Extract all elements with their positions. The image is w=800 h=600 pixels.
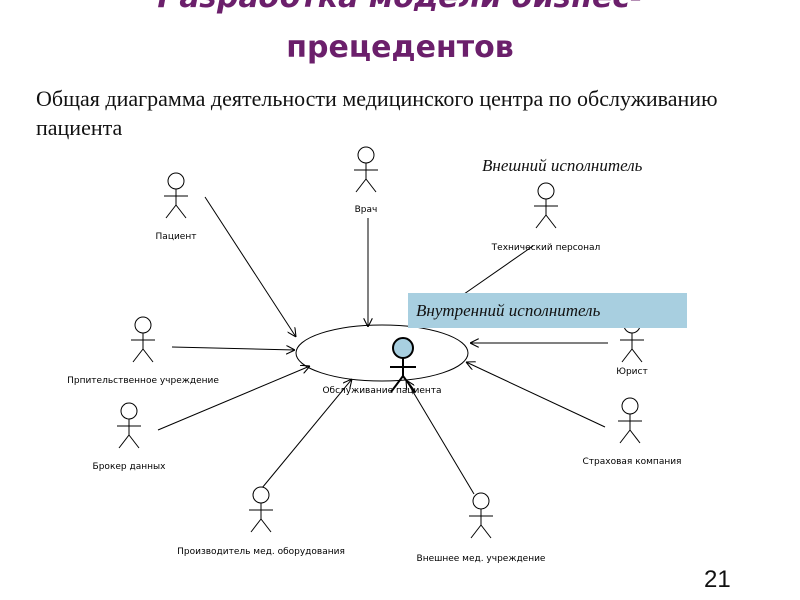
actor-government: Прпительственное учреждение (67, 316, 219, 386)
patient-actor-icon (163, 172, 189, 219)
external-actor-note: Внешний исполнитель (482, 156, 643, 175)
actor-data-broker: Брокер данных (93, 402, 167, 472)
actor-tech-staff: Технический персонал (491, 182, 601, 253)
actor-med-manufacturer: Производитель мед. оборудования (177, 486, 345, 557)
association-external-med (406, 380, 475, 495)
slide-title-line-2: прецедентов (286, 30, 514, 65)
actor-lawyer: Юрист (616, 316, 648, 377)
actor-label-data-broker: Брокер данных (93, 462, 167, 472)
actor-insurance: Страховая компания (583, 397, 682, 467)
med-manufacturer-actor-icon (248, 486, 274, 533)
data-broker-actor-icon (116, 402, 142, 449)
actor-label-tech-staff: Технический персонал (491, 243, 601, 253)
use-case-label: Обслуживание пациента (322, 386, 441, 396)
external-med-actor-icon (468, 492, 494, 539)
insurance-actor-icon (617, 397, 643, 444)
slide-title-line-1: Разработка модели бизнес- (0, 0, 800, 15)
doctor-actor-icon (353, 146, 379, 193)
association-insurance (466, 362, 606, 428)
actor-label-patient: Пациент (156, 232, 197, 242)
actor-label-doctor: Врач (355, 205, 378, 215)
actor-label-lawyer: Юрист (616, 367, 647, 377)
actor-label-med-manufacturer: Производитель мед. оборудования (177, 547, 345, 557)
actor-label-government: Прпительственное учреждение (67, 376, 219, 386)
association-government (171, 347, 295, 350)
actor-external-med: Внешнее мед. учреждение (417, 492, 546, 564)
use-case-oval (295, 324, 469, 382)
actor-label-external-med: Внешнее мед. учреждение (417, 554, 546, 564)
government-actor-icon (130, 316, 156, 363)
actor-label-insurance: Страховая компания (583, 457, 682, 467)
association-data-broker (157, 366, 310, 431)
diagram-caption: Общая диаграмма деятельности медицинског… (36, 86, 718, 140)
page-number: 21 (704, 566, 731, 593)
association-patient (204, 196, 296, 337)
internal-actor-note: Внутренний исполнитель (408, 293, 687, 328)
tech-staff-actor-icon (533, 182, 559, 229)
actor-patient: Пациент (156, 172, 197, 242)
actor-doctor: Врач (353, 146, 379, 215)
association-tech-staff (453, 245, 534, 302)
association-med-manufacturer (261, 379, 352, 489)
